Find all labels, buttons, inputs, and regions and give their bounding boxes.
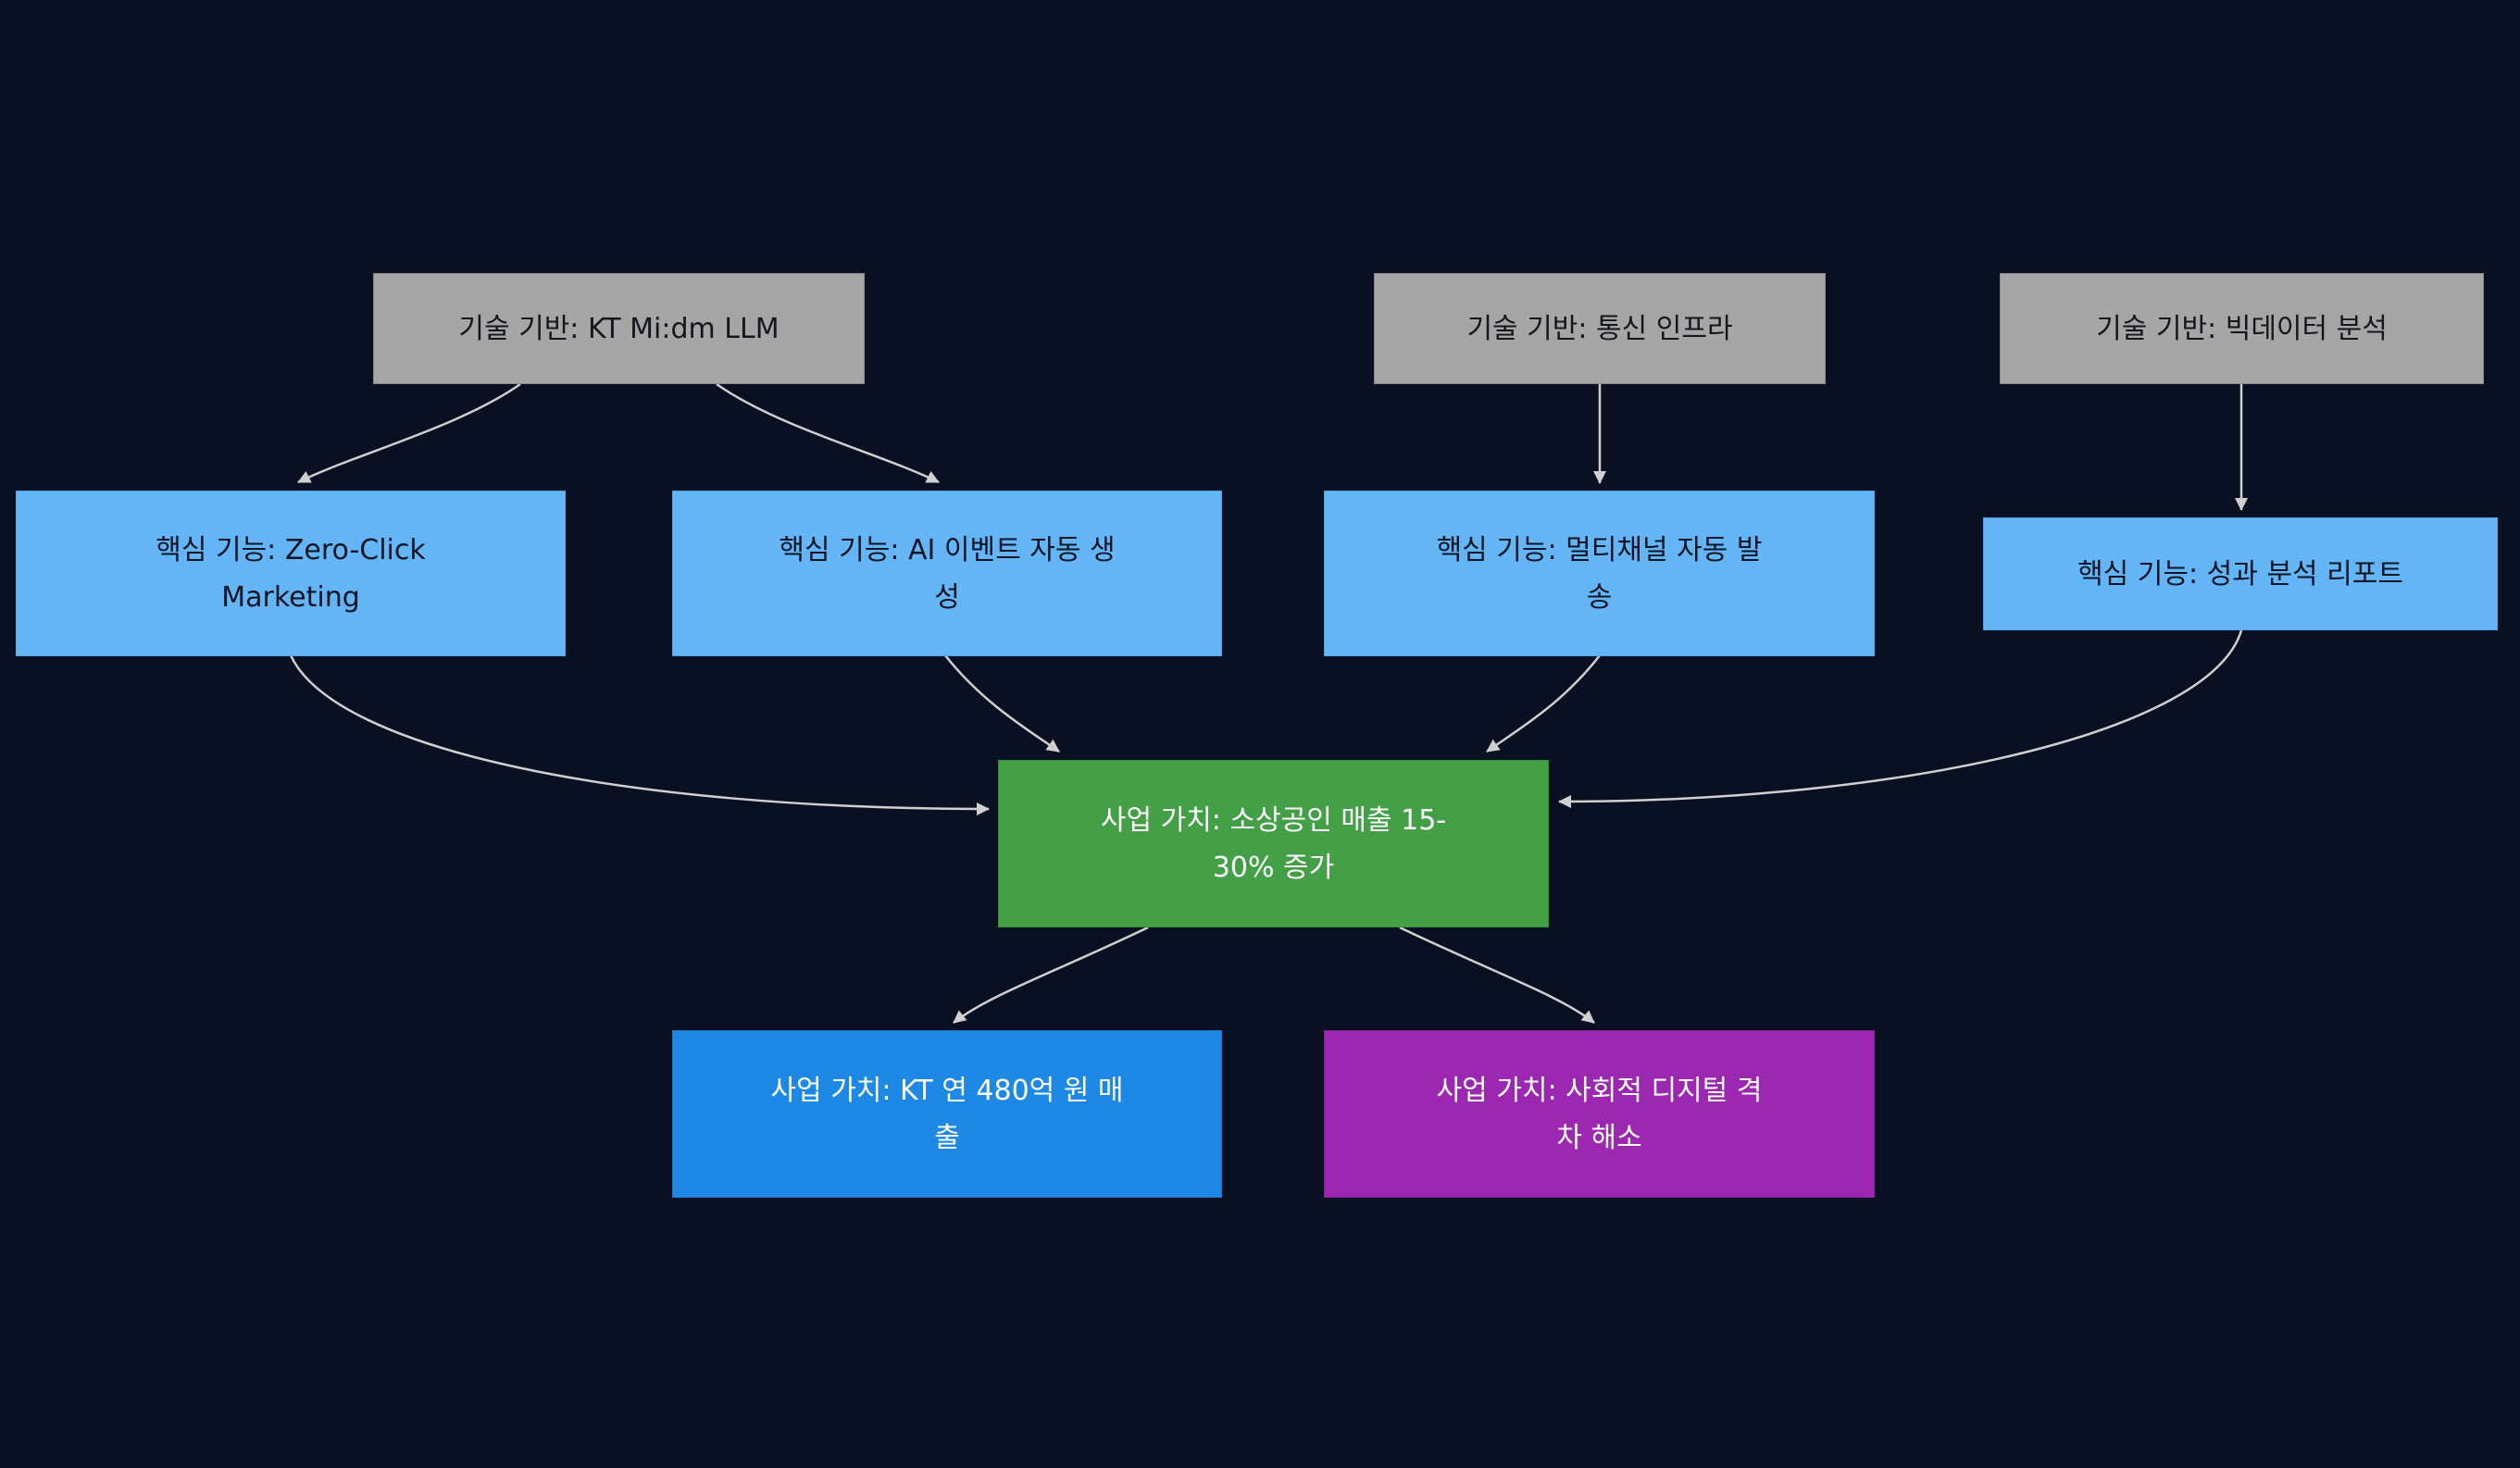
node-label-line: 사업 가치: 소상공인 매출 15- [1100,803,1447,837]
node-label-line: 사업 가치: 사회적 디지털 격 [1436,1074,1763,1107]
edge-feat-ai-event-to-value-sales [944,654,1060,753]
node-label-line: 송 [1586,580,1613,614]
node-label-line: 기술 기반: KT Mi:dm LLM [458,312,780,345]
node-label-line: 기술 기반: 빅데이터 분석 [2096,312,2388,345]
node-tech-telecom: 기술 기반: 통신 인프라 [1374,273,1826,384]
edge-tech-llm-to-feat-ai-event [716,382,940,484]
node-label-line: 30% 증가 [1212,851,1335,884]
node-label-line: Marketing [221,580,360,614]
node-tech-llm: 기술 기반: KT Mi:dm LLM [373,273,865,384]
edge-tech-llm-to-feat-zeroclick [297,382,521,484]
node-label-line: 차 해소 [1556,1121,1642,1154]
node-label-line: 출 [934,1121,960,1154]
edge-feat-zeroclick-to-value-sales [289,654,990,815]
node-label-line: 성 [934,580,960,614]
edge-value-sales-to-value-social [1399,926,1595,1024]
edge-value-sales-to-value-kt-revenue [953,926,1149,1024]
node-feat-report: 핵심 기능: 성과 분석 리포트 [1983,517,2498,630]
node-label-line: 기술 기반: 통신 인프라 [1466,312,1733,345]
node-tech-bigdata: 기술 기반: 빅데이터 분석 [2000,273,2484,384]
node-label-line: 핵심 기능: 성과 분석 리포트 [2077,557,2403,591]
edge-feat-multichannel-to-value-sales [1486,654,1601,753]
node-label-line: 사업 가치: KT 연 480억 원 매 [770,1074,1124,1107]
node-value-sales: 사업 가치: 소상공인 매출 15- 30% 증가 [998,760,1549,927]
node-label-line: 핵심 기능: 멀티채널 자동 발 [1436,533,1763,566]
node-label-line: 핵심 기능: Zero-Click [156,533,426,566]
node-label-line: 핵심 기능: AI 이벤트 자동 생 [779,533,1116,566]
edge-feat-report-to-value-sales [1558,629,2243,808]
edges-group [289,382,2248,1024]
